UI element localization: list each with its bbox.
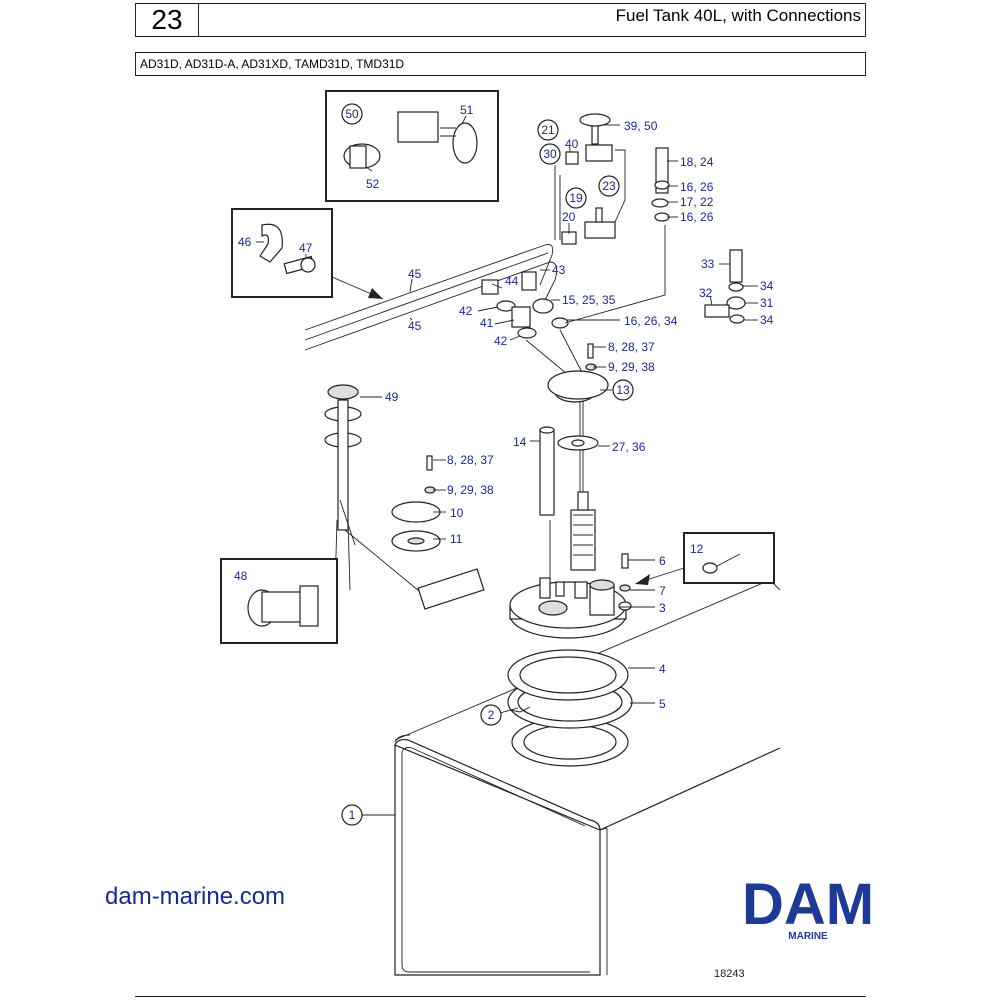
callout-11: 11 xyxy=(450,532,463,546)
callout-33: 33 xyxy=(701,257,715,271)
callout-18-24: 18, 24 xyxy=(680,155,714,169)
inset-connector xyxy=(220,558,338,644)
callout-34-b: 34 xyxy=(760,313,774,327)
callout-52: 52 xyxy=(366,177,380,191)
fuel-lines-drawing xyxy=(304,244,558,351)
pickup-head-drawing xyxy=(547,370,609,400)
tank-flange-plate-drawing xyxy=(509,577,627,639)
callout-7: 7 xyxy=(659,584,666,598)
bottom-rule xyxy=(135,996,866,997)
callout-45-a: 45 xyxy=(408,267,422,281)
website-link[interactable]: dam-marine.com xyxy=(105,883,286,910)
callout-47: 47 xyxy=(299,241,313,255)
callout-circle-50 xyxy=(341,103,363,125)
callout-circle-13 xyxy=(612,379,634,401)
callout-circle-19 xyxy=(565,187,587,209)
drawing-number: 18243 xyxy=(714,968,745,980)
callout-30: 30 xyxy=(543,147,557,161)
callout-10: 10 xyxy=(450,506,464,520)
callout-19: 19 xyxy=(569,191,583,205)
callout-50: 50 xyxy=(345,107,359,121)
callout-circle-23 xyxy=(598,175,620,197)
callout-40: 40 xyxy=(565,137,579,151)
callout-3: 3 xyxy=(659,601,666,615)
callout-31: 31 xyxy=(760,296,774,310)
callout-21: 21 xyxy=(541,123,555,137)
callout-42-b: 42 xyxy=(494,334,508,348)
callout-42-a: 42 xyxy=(459,304,473,318)
callout-5: 5 xyxy=(659,697,666,711)
callout-8-28-37-a: 8, 28, 37 xyxy=(608,340,655,354)
page-title: Fuel Tank 40L, with Connections xyxy=(199,3,866,37)
callout-circle-1 xyxy=(341,804,363,826)
suction-tube-filter-drawing xyxy=(539,377,599,578)
flange-gaskets-drawing xyxy=(507,649,633,767)
callout-9-29-38-a: 9, 29, 38 xyxy=(608,360,655,374)
callout-14: 14 xyxy=(513,435,527,449)
inset-pipe-clip xyxy=(231,208,333,298)
logo-subtext: MARINE xyxy=(788,931,828,942)
return-fittings-drawing xyxy=(481,225,666,384)
callout-8-28-37-b: 8, 28, 37 xyxy=(447,453,494,467)
callout-17-22: 17, 22 xyxy=(680,195,714,209)
callout-16-26-b: 16, 26 xyxy=(680,210,714,224)
callout-41: 41 xyxy=(480,316,494,330)
callout-34-a: 34 xyxy=(760,279,774,293)
callout-9-29-38-b: 9, 29, 38 xyxy=(447,483,494,497)
callout-12: 12 xyxy=(690,542,704,556)
callout-circle-30 xyxy=(539,143,561,165)
callout-43: 43 xyxy=(552,263,566,277)
callout-39-50: 39, 50 xyxy=(624,119,658,133)
model-list: AD31D, AD31D-A, AD31XD, TAMD31D, TMD31D xyxy=(135,52,866,76)
callout-16-26-a: 16, 26 xyxy=(680,180,714,194)
callout-46: 46 xyxy=(238,235,252,249)
callout-49: 49 xyxy=(385,390,399,404)
inset-cable-terminal xyxy=(683,532,775,584)
callout-44: 44 xyxy=(505,274,519,288)
callout-27-36: 27, 36 xyxy=(612,440,646,454)
callout-16-26-34: 16, 26, 34 xyxy=(624,314,678,328)
callout-1: 1 xyxy=(349,808,356,822)
callout-2: 2 xyxy=(488,708,495,722)
dam-marine-logo: DAM MARINE xyxy=(742,876,874,942)
callout-23: 23 xyxy=(602,179,616,193)
callout-6: 6 xyxy=(659,554,666,568)
banjo-fitting-drawing xyxy=(704,249,746,324)
callout-circle-2 xyxy=(480,704,502,726)
callout-51: 51 xyxy=(460,103,474,117)
callout-20: 20 xyxy=(562,210,576,224)
shutoff-valve-drawing xyxy=(554,113,670,245)
callout-32: 32 xyxy=(699,286,713,300)
leader-lines xyxy=(256,115,758,816)
callout-45-b: 45 xyxy=(408,319,422,333)
callout-15-25-35: 15, 25, 35 xyxy=(562,293,616,307)
callout-4: 4 xyxy=(659,662,666,676)
logo-text: DAM xyxy=(742,876,874,937)
level-sender-drawing xyxy=(324,384,485,610)
page-number: 23 xyxy=(135,3,199,37)
callout-13: 13 xyxy=(616,383,630,397)
callout-circle-21 xyxy=(537,119,559,141)
callout-48: 48 xyxy=(234,569,248,583)
